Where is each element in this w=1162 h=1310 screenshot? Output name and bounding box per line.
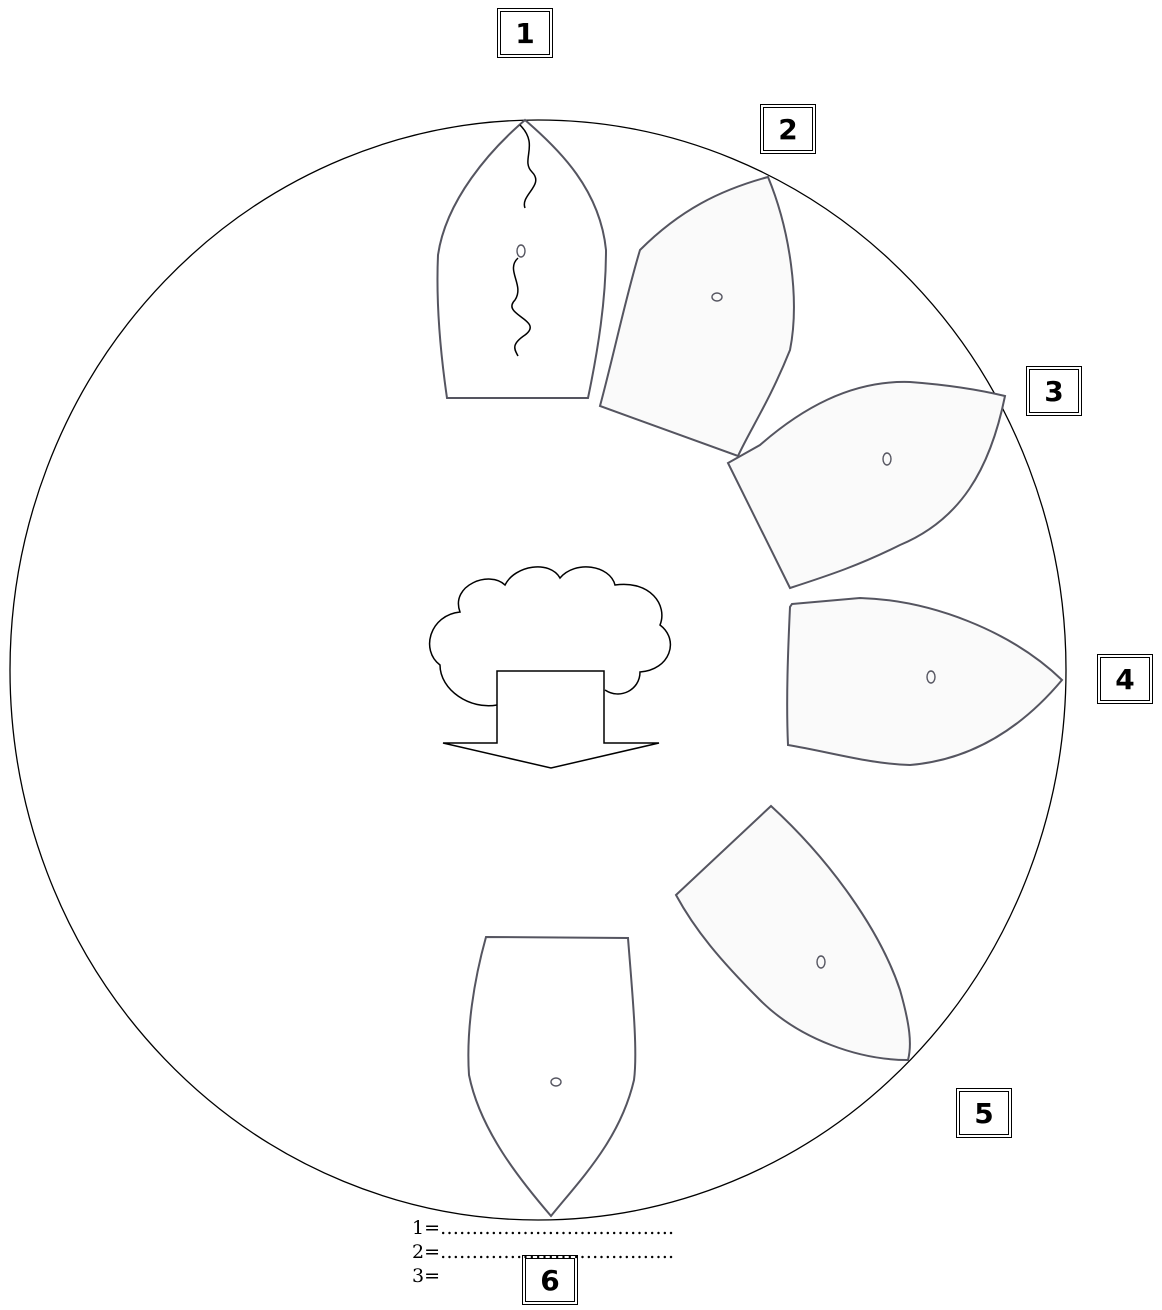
cutout-1	[437, 120, 606, 398]
answer-line-3[interactable]: 3=	[412, 1264, 674, 1288]
answer-line-1[interactable]: 1=……………………………….	[412, 1216, 674, 1240]
stage-label-1: 1	[497, 8, 553, 58]
cutout-2	[600, 177, 794, 456]
stage-label-4: 4	[1097, 654, 1153, 704]
cutout-4	[787, 598, 1062, 765]
answer-line-2[interactable]: 2=……………………………….	[412, 1240, 674, 1264]
stage-label-3: 3	[1026, 366, 1082, 416]
answer-lines: 1=………………………………. 2=………………………………. 3=	[412, 1216, 674, 1288]
sun-arrow-icon	[443, 671, 659, 768]
cutout-6	[468, 937, 635, 1216]
stage-label-2: 2	[760, 104, 816, 154]
cutout-5	[676, 806, 910, 1060]
cutout-3	[728, 382, 1005, 588]
stage-label-5: 5	[956, 1088, 1012, 1138]
